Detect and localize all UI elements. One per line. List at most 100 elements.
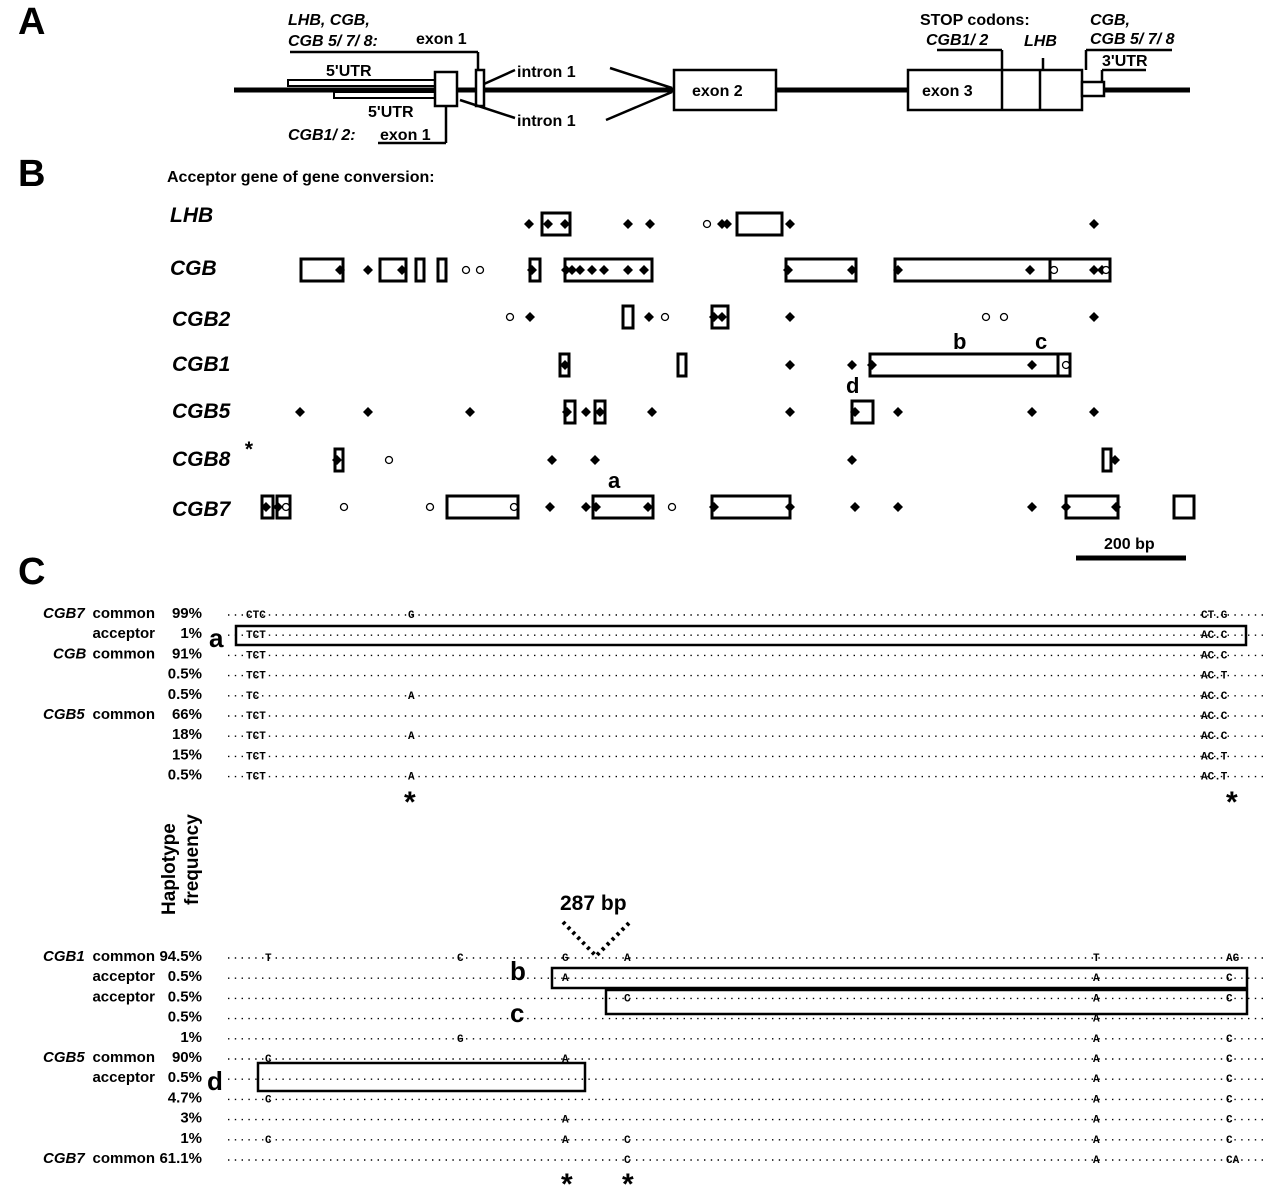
- stop-cgb12-label: CGB1/ 2: [926, 32, 988, 49]
- converted-segment-box: [1101, 447, 1113, 473]
- nucleotide-text: A: [1093, 1135, 1100, 1147]
- circle-marker: [475, 265, 485, 275]
- row-frequency: 99%: [172, 605, 202, 622]
- diamond-marker: [332, 455, 342, 465]
- nucleotide-text: C: [1226, 1115, 1233, 1127]
- nucleotide-text: T: [265, 953, 272, 965]
- nucleotide-text: CA: [1226, 1155, 1240, 1167]
- gene-track: [299, 257, 1112, 283]
- nucleotide-text: CTC: [246, 610, 266, 622]
- intron-top-label: intron 1: [517, 64, 576, 81]
- haplotype-row: 0.5%A: [168, 1009, 1268, 1026]
- circle-marker: [702, 219, 712, 229]
- nucleotide-text: A: [1093, 1014, 1100, 1026]
- star-marker-top-left: *: [404, 786, 416, 819]
- nucleotide-text: T: [1093, 953, 1100, 965]
- row-label: common: [92, 948, 155, 965]
- row-frequency: 1%: [180, 625, 202, 642]
- diamond-marker: [595, 407, 605, 417]
- gene-label-cgb5: CGB5: [172, 400, 231, 423]
- converted-segment-box: [735, 211, 784, 237]
- nucleotide-text: CT.G: [1201, 610, 1228, 622]
- track-letter-b: b: [953, 329, 966, 354]
- nucleotide-text: C: [624, 1135, 631, 1147]
- row-frequency: 0.5%: [168, 767, 202, 784]
- diamond-marker: [1025, 265, 1035, 275]
- scale-bar-label: 200 bp: [1104, 536, 1155, 553]
- row-frequency: 0.5%: [168, 988, 202, 1005]
- nucleotide-text: AC.C: [1201, 691, 1228, 703]
- nucleotide-text: TCT: [246, 731, 266, 743]
- row-frequency: 15%: [172, 746, 202, 763]
- gene-track: [524, 211, 1099, 237]
- circle-marker: [660, 312, 670, 322]
- row-gene-name: CGB1: [43, 948, 85, 965]
- converted-segment-box: [784, 257, 858, 283]
- diamond-marker: [785, 360, 795, 370]
- diamond-marker: [643, 502, 653, 512]
- gene-structure-diagram: [234, 48, 1190, 145]
- nucleotide-text: G: [562, 953, 569, 965]
- haplotype-axis-label-2: frequency: [182, 814, 203, 905]
- nucleotide-text: A: [1093, 1074, 1100, 1086]
- diamond-marker: [575, 265, 585, 275]
- diamond-marker: [273, 502, 283, 512]
- row-label: common: [92, 1150, 155, 1167]
- circle-marker: [384, 455, 394, 465]
- nucleotide-text: TCT: [246, 630, 266, 642]
- row-frequency: 18%: [172, 726, 202, 743]
- diamond-marker: [581, 407, 591, 417]
- nucleotide-text: A: [408, 772, 415, 784]
- row-frequency: 94.5%: [159, 948, 202, 965]
- nucleotide-text: A: [1093, 1094, 1100, 1106]
- diamond-marker: [560, 360, 570, 370]
- row-label: acceptor: [92, 625, 155, 642]
- diamond-marker: [867, 360, 877, 370]
- diamond-marker: [591, 502, 601, 512]
- diamond-marker: [722, 219, 732, 229]
- utr5-top-label: 5'UTR: [326, 63, 372, 80]
- nucleotide-text: C: [1226, 1034, 1233, 1046]
- donor-gene-label-1: LHB, CGB,: [288, 12, 370, 29]
- utr3-box: [1080, 80, 1106, 98]
- diamond-marker: [561, 265, 571, 275]
- cgb12-gene-label: CGB1/ 2:: [288, 127, 356, 144]
- nucleotide-text: AC.C: [1201, 711, 1228, 723]
- row-frequency: 1%: [180, 1130, 202, 1147]
- gap-label: 287 bp: [560, 892, 627, 915]
- row-label: common: [92, 706, 155, 723]
- nucleotide-text: A: [1093, 1054, 1100, 1066]
- circle-marker: [281, 502, 291, 512]
- row-frequency: 0.5%: [168, 666, 202, 683]
- row-frequency: 4.7%: [168, 1089, 202, 1106]
- nucleotide-text: C: [1226, 1094, 1233, 1106]
- circle-marker: [509, 502, 519, 512]
- diamond-marker: [709, 312, 719, 322]
- diamond-marker: [1089, 312, 1099, 322]
- diamond-marker: [1089, 219, 1099, 229]
- exon1-lhb-box: [474, 68, 486, 108]
- diamond-marker: [545, 502, 555, 512]
- nucleotide-text: A: [562, 973, 569, 985]
- circle-marker: [1061, 360, 1071, 370]
- diamond-marker: [850, 502, 860, 512]
- diamond-marker: [1089, 407, 1099, 417]
- nucleotide-text: TCT: [246, 772, 266, 784]
- exon3-label: exon 3: [922, 83, 973, 100]
- nucleotide-text: G: [457, 1034, 464, 1046]
- gene-track: [505, 304, 1099, 330]
- diamond-marker: [547, 455, 557, 465]
- diamond-marker: [295, 407, 305, 417]
- diamond-marker: [465, 407, 475, 417]
- diamond-marker: [1027, 502, 1037, 512]
- circle-marker: [425, 502, 435, 512]
- diamond-marker: [560, 219, 570, 229]
- row-label: common: [92, 1049, 155, 1066]
- diamond-marker: [1061, 502, 1071, 512]
